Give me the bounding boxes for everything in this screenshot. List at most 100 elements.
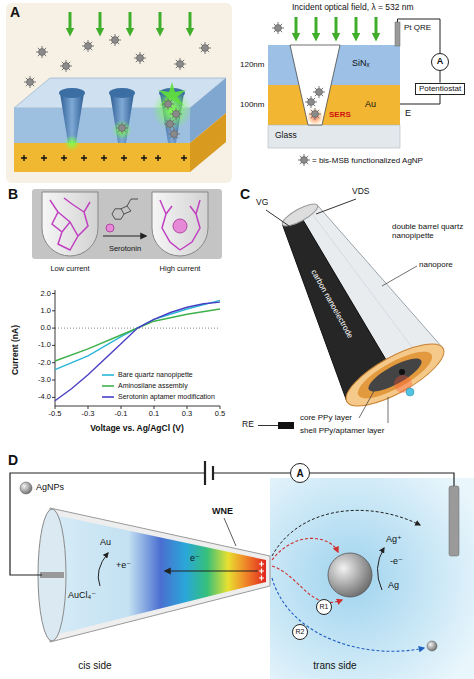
voltage-label: VG — [256, 198, 268, 208]
panel-letter: C — [240, 186, 250, 202]
incident-light-arrow — [159, 12, 162, 32]
electron-label: e⁻ — [190, 553, 200, 563]
layer-label: Glass — [275, 131, 297, 141]
reaction-marker: R2 — [292, 624, 308, 640]
nanopore-array-illustration — [6, 3, 232, 183]
silver-nanoparticle — [168, 128, 180, 140]
incident-light-arrow — [189, 12, 192, 32]
oxidation-arrow — [377, 548, 384, 590]
part-label: nanopore — [419, 260, 453, 269]
reference-electrode — [395, 22, 400, 46]
potentiostat-box: Potentiostat — [415, 83, 465, 96]
serotonin-structure — [112, 199, 138, 219]
silver-nanoparticle — [82, 40, 94, 52]
leader-line — [224, 518, 236, 546]
electron-label: -e⁻ — [390, 556, 403, 566]
incident-light-arrow — [129, 12, 132, 32]
electrochemical-nanopore-illustration — [10, 461, 474, 679]
silver-nanoparticle — [313, 86, 325, 98]
gold-layer — [14, 143, 190, 172]
incident-light-arrow — [375, 17, 378, 37]
reaction-marker: R1 — [316, 599, 332, 615]
state-label: High current — [160, 265, 201, 274]
species-label: Au — [100, 537, 111, 547]
silver-nanoparticle — [272, 22, 325, 166]
electrode-label: E — [405, 108, 411, 118]
axis-title: Current (nA) — [11, 325, 21, 375]
species-label: Ag — [388, 580, 399, 590]
node-text: A — [437, 57, 444, 67]
ammeter-symbol: A — [290, 463, 310, 483]
legend-label: Bare quartz nanopipette — [118, 371, 193, 379]
tick-label: -1.0 — [38, 341, 51, 350]
reference-electrode — [278, 422, 294, 429]
legend-sample — [102, 396, 114, 398]
incident-light-arrow — [355, 17, 358, 37]
charge-sign — [259, 562, 264, 581]
sers-glow — [64, 135, 80, 151]
silver-nanoparticle — [272, 22, 284, 34]
circuit-wire — [258, 425, 278, 426]
region-label: cis side — [78, 660, 111, 672]
tick-label: -4.0 — [38, 393, 51, 402]
nanopipette-wall — [50, 508, 270, 642]
tick-label: -0.1 — [115, 410, 128, 419]
dimension-label: 120nm — [240, 60, 264, 69]
electrode-label: RE — [242, 420, 254, 430]
species-label: Ag⁺ — [386, 534, 402, 544]
silver-nanoparticle — [116, 122, 128, 134]
electron-arrow — [165, 570, 258, 571]
layer-label: Au — [365, 99, 376, 109]
electron-label: +e⁻ — [116, 560, 131, 570]
silver-nanoparticle — [298, 154, 310, 166]
part-label: shell PPy/aptamer layer — [300, 426, 384, 435]
reduction-arrow — [98, 553, 108, 586]
silver-nanoparticle — [109, 34, 121, 46]
reference-electrode — [449, 486, 459, 556]
wireless-nanoelectrode — [55, 515, 266, 635]
legend-label: Aminosilane assembly — [118, 382, 188, 390]
node-text: R1 — [320, 603, 329, 611]
binding-arrow — [103, 235, 146, 236]
iv-chart — [52, 290, 220, 409]
legend-sample — [102, 374, 114, 376]
iv-curve — [55, 302, 220, 401]
axis-title: Voltage vs. Ag/AgCl (V) — [90, 424, 184, 434]
tick-label: -0.5 — [49, 410, 62, 419]
incident-light-arrow — [295, 17, 298, 37]
silver-nanoparticle — [309, 108, 321, 120]
nanopore-array-illustration — [6, 3, 232, 183]
tick-label: 0.0 — [41, 324, 51, 333]
sers-glow — [64, 82, 192, 151]
key-label: AgNPs — [36, 482, 64, 492]
part-label: WNE — [212, 506, 233, 516]
region-label: trans side — [313, 660, 356, 672]
axis-line — [55, 290, 220, 406]
nanopore-cone — [59, 88, 85, 98]
silver-nanoparticle — [162, 98, 174, 110]
silver-nanoparticle — [305, 96, 317, 108]
node-text: A — [296, 468, 303, 479]
dimension-label: 100nm — [240, 100, 264, 109]
circuit-wire — [10, 473, 454, 575]
species-label: AuCl₄⁻ — [68, 590, 96, 600]
core-layer — [352, 343, 438, 406]
tick-label: 0.5 — [215, 410, 225, 419]
layer-label: SiNₓ — [352, 58, 369, 68]
tick-label: -0.3 — [82, 410, 95, 419]
tick-label: -3.0 — [38, 376, 51, 385]
part-label: core PPy layer — [300, 413, 352, 422]
trans-solution — [270, 478, 474, 679]
iv-curve — [55, 309, 220, 361]
nanopipette-fet-illustration — [338, 333, 452, 418]
incident-light-arrow — [335, 17, 338, 37]
sers-glow — [112, 120, 132, 140]
silver-nanoparticle — [36, 46, 48, 58]
tick-label: 2.0 — [41, 289, 51, 298]
gold-layer — [190, 113, 226, 172]
silver-nanoparticle — [199, 42, 211, 54]
molecule-label: Serotonin — [109, 245, 141, 254]
sers-label: SERS — [329, 110, 351, 119]
